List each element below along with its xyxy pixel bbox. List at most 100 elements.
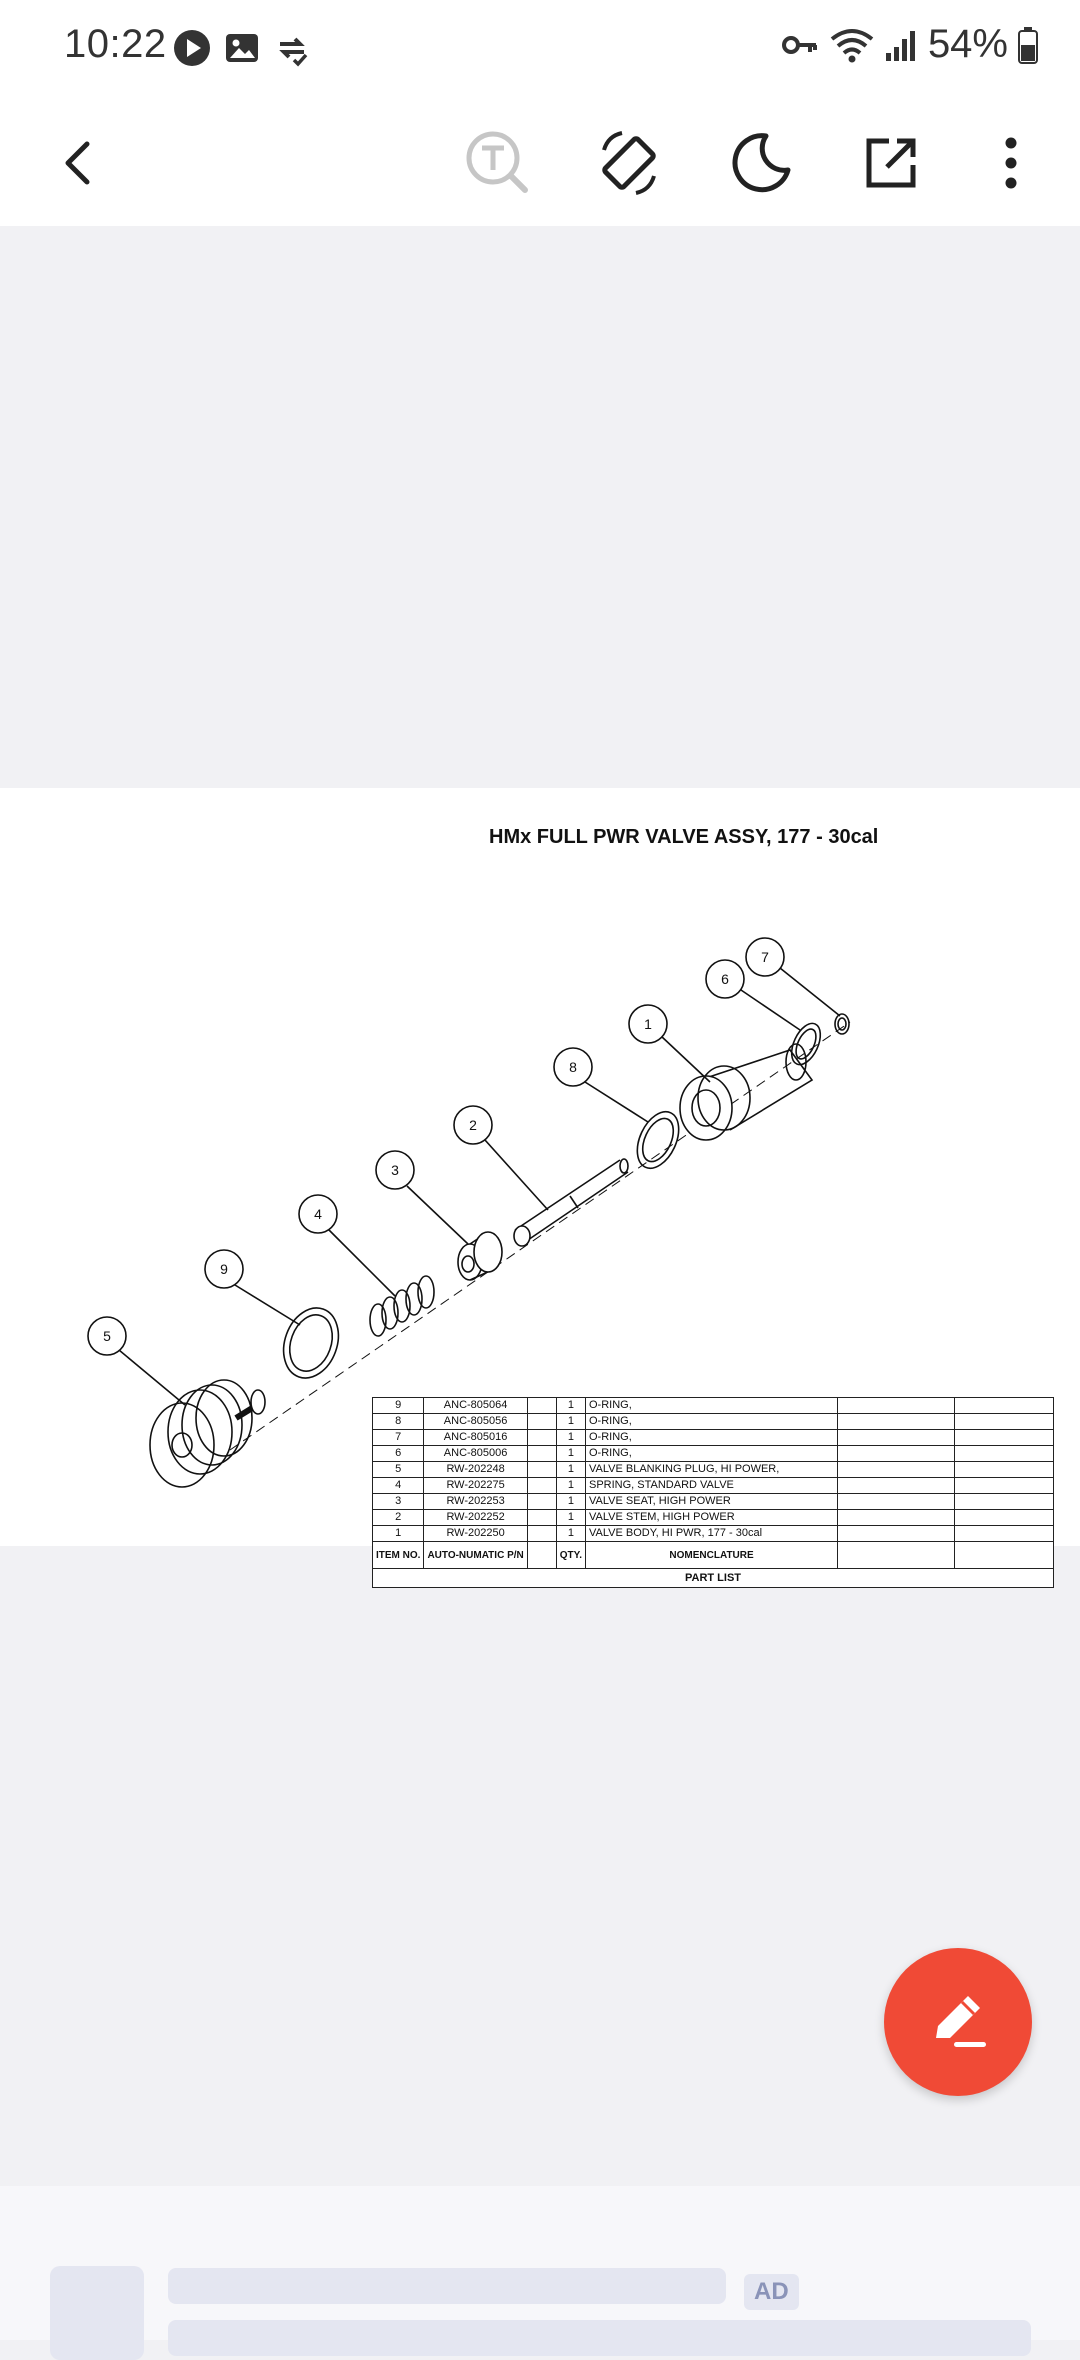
table-row: 8 ANC-805056 1 O-RING,: [371, 1413, 1054, 1430]
blank-cell: [526, 1429, 557, 1446]
blank-cell: [954, 1541, 1054, 1569]
nomenclature-cell: O-RING,: [584, 1397, 839, 1414]
qty-cell: 1: [555, 1445, 587, 1462]
qty-cell: 1: [555, 1413, 587, 1430]
blank-cell: [526, 1493, 557, 1510]
qty-cell: 1: [555, 1493, 587, 1510]
status-bar: 10:22 54%: [0, 0, 1080, 100]
blank-cell: [837, 1493, 956, 1510]
table-row: 6 ANC-805006 1 O-RING,: [371, 1445, 1054, 1462]
part-number-cell: ANC-805016: [423, 1429, 528, 1446]
nomenclature-cell: O-RING,: [584, 1445, 839, 1462]
blank-cell: [526, 1509, 557, 1526]
battery-percent: 54%: [927, 22, 1008, 66]
open-external-button[interactable]: [846, 118, 936, 208]
blank-cell: [526, 1525, 557, 1542]
ad-banner[interactable]: AD: [0, 2186, 1080, 2360]
ad-title-placeholder: [168, 2268, 726, 2304]
item-no-cell: 3: [371, 1493, 425, 1510]
qty-cell: 1: [555, 1477, 587, 1494]
table-header-row: ITEM NO. AUTO-NUMATIC P/N QTY. NOMENCLAT…: [371, 1541, 1054, 1569]
signal-icon: [885, 30, 915, 61]
blank-cell: [954, 1509, 1054, 1526]
header-qty: QTY.: [555, 1541, 587, 1569]
qty-cell: 1: [555, 1397, 587, 1414]
item-no-cell: 1: [371, 1525, 425, 1542]
callout-2: 2: [469, 1117, 477, 1133]
callout-1: 1: [644, 1016, 652, 1032]
back-button[interactable]: [34, 118, 124, 208]
blank-cell: [837, 1525, 956, 1542]
nomenclature-cell: O-RING,: [584, 1413, 839, 1430]
item-no-cell: 8: [371, 1413, 425, 1430]
part-number-cell: RW-202275: [423, 1477, 528, 1494]
exploded-valve-drawing: 5 9 4 3 2 8 1 6 7: [87, 937, 851, 1488]
item-no-cell: 4: [371, 1477, 425, 1494]
edit-pencil-icon: [936, 1996, 986, 2047]
table-caption-row: PART LIST: [372, 1568, 1054, 1588]
callout-4: 4: [314, 1206, 322, 1222]
status-time: 10:22: [64, 22, 167, 66]
blank-cell: [526, 1477, 557, 1494]
part-number-cell: ANC-805006: [423, 1445, 528, 1462]
text-search-button[interactable]: [453, 118, 543, 208]
blank-cell: [526, 1397, 557, 1414]
back-icon: [65, 141, 90, 185]
nomenclature-cell: SPRING, STANDARD VALVE: [584, 1477, 839, 1494]
callout-6: 6: [721, 971, 729, 987]
blank-cell: [954, 1477, 1054, 1494]
nomenclature-cell: O-RING,: [584, 1429, 839, 1446]
battery-icon: [1018, 26, 1038, 64]
table-row: 2 RW-202252 1 VALVE STEM, HIGH POWER: [371, 1509, 1054, 1526]
callout-5: 5: [103, 1328, 111, 1344]
table-row: 5 RW-202248 1 VALVE BLANKING PLUG, HI PO…: [371, 1461, 1054, 1478]
nomenclature-cell: VALVE BLANKING PLUG, HI POWER,: [584, 1461, 839, 1478]
text-search-icon: [466, 131, 528, 193]
table-caption: PART LIST: [372, 1568, 1054, 1588]
night-mode-button[interactable]: [716, 118, 806, 208]
blank-cell: [526, 1541, 557, 1569]
blank-cell: [837, 1461, 956, 1478]
rotate-icon: [602, 131, 656, 195]
callout-9: 9: [220, 1261, 228, 1277]
edit-fab-button[interactable]: [884, 1948, 1032, 2096]
drawing-title: HMx FULL PWR VALVE ASSY, 177 - 30cal: [489, 826, 879, 848]
item-no-cell: 2: [371, 1509, 425, 1526]
callout-7: 7: [761, 949, 769, 965]
item-no-cell: 5: [371, 1461, 425, 1478]
sync-notification-icon: [279, 37, 308, 67]
qty-cell: 1: [555, 1429, 587, 1446]
more-vert-icon: [1005, 137, 1017, 189]
blank-cell: [954, 1397, 1054, 1414]
blank-cell: [954, 1525, 1054, 1542]
night-mode-icon: [732, 133, 791, 193]
blank-cell: [954, 1493, 1054, 1510]
callout-8: 8: [569, 1059, 577, 1075]
blank-cell: [526, 1445, 557, 1462]
nomenclature-cell: VALVE SEAT, HIGH POWER: [584, 1493, 839, 1510]
ad-subtitle-placeholder: [168, 2320, 1031, 2356]
system-status-icons: 54%: [780, 22, 1040, 67]
callout-3: 3: [391, 1162, 399, 1178]
part-number-cell: RW-202248: [423, 1461, 528, 1478]
rotate-button[interactable]: [584, 118, 674, 208]
open-external-icon: [866, 138, 916, 188]
blank-cell: [954, 1413, 1054, 1430]
qty-cell: 1: [555, 1461, 587, 1478]
blank-cell: [837, 1477, 956, 1494]
ad-badge: AD: [744, 2274, 799, 2310]
table-row: 3 RW-202253 1 VALVE SEAT, HIGH POWER: [371, 1493, 1054, 1510]
header-part-number: AUTO-NUMATIC P/N: [423, 1541, 528, 1569]
blank-cell: [954, 1429, 1054, 1446]
qty-cell: 1: [555, 1509, 587, 1526]
part-number-cell: ANC-805056: [423, 1413, 528, 1430]
blank-cell: [837, 1413, 956, 1430]
blank-cell: [837, 1509, 956, 1526]
wifi-icon: [830, 28, 874, 62]
blank-cell: [837, 1397, 956, 1414]
app-toolbar: [0, 100, 1080, 226]
part-number-cell: RW-202252: [423, 1509, 528, 1526]
blank-cell: [526, 1461, 557, 1478]
blank-cell: [954, 1445, 1054, 1462]
more-options-button[interactable]: [966, 118, 1056, 208]
